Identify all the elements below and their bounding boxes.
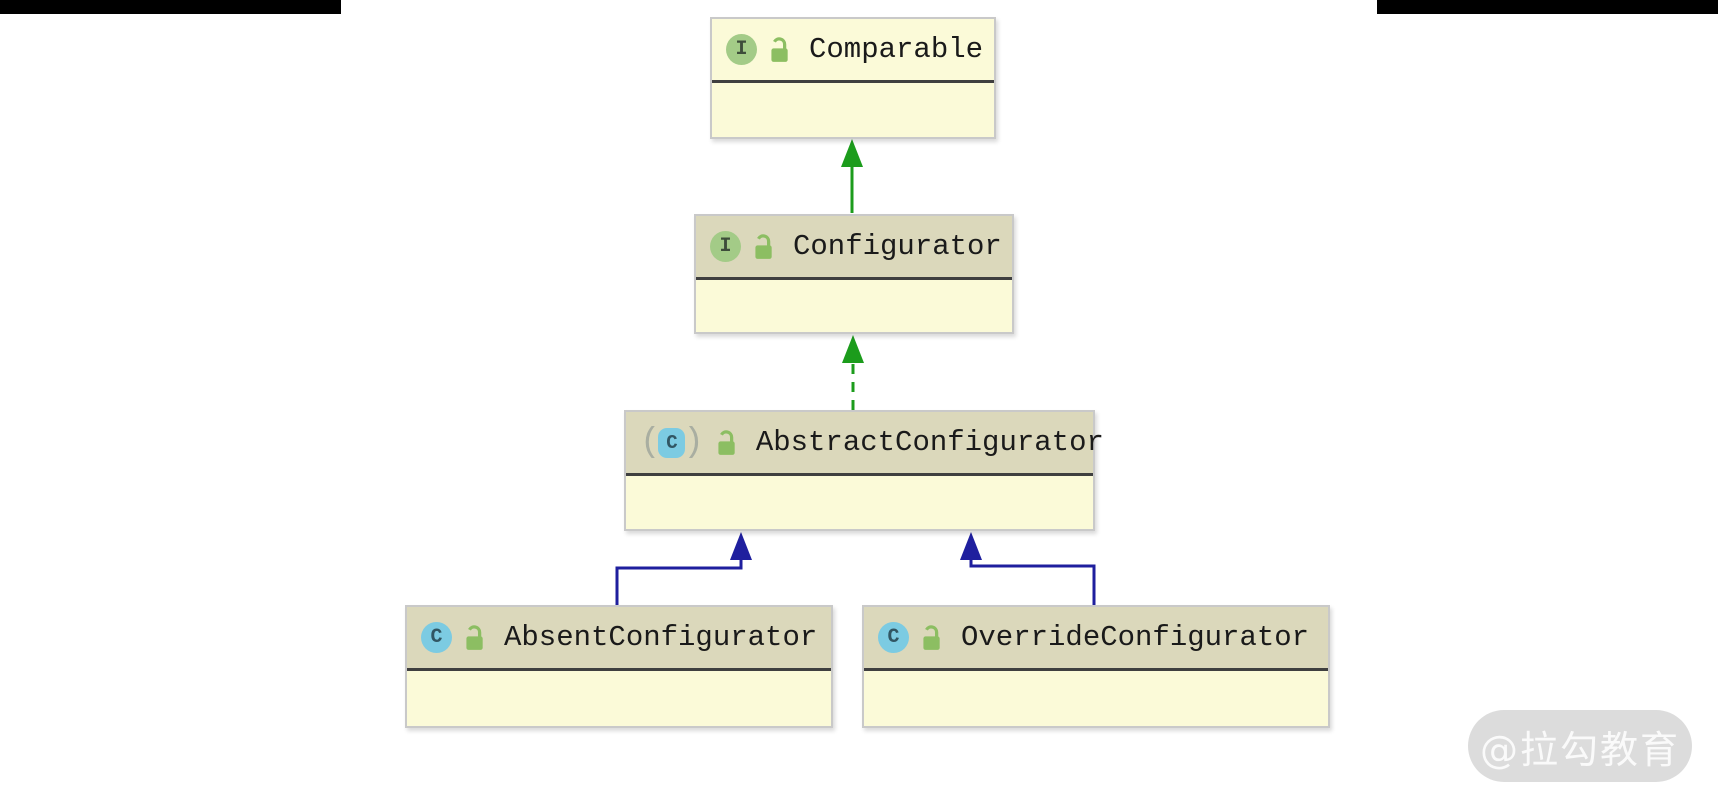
arrowhead-icon [842,335,864,363]
abstract-paren-open: ( [640,423,661,462]
class-icon-letter: C [887,626,900,649]
node-body [712,83,994,137]
node-header: C AbsentConfigurator [407,607,831,671]
uml-node-abstract-configurator[interactable]: ( C ) AbstractConfigurator [624,410,1104,531]
class-icon-letter: C [666,431,678,454]
edge-configurator-extends-comparable [841,139,863,213]
edge-overrideconfigurator-extends-abstractconfigurator [960,532,1096,605]
class-name-label: Comparable [809,33,984,66]
letterbox-bar-left [0,0,341,14]
unlocked-padlock-icon [919,624,943,651]
interface-icon: I [710,231,741,262]
edge-absentconfigurator-extends-abstractconfigurator [615,532,752,605]
node-body [696,280,1012,332]
class-icon: C [421,622,452,653]
abstract-paren-close: ) [683,423,704,462]
class-icon-letter: C [430,626,443,649]
uml-node-override-configurator[interactable]: C OverrideConfigurator [862,605,1330,728]
class-name-label: OverrideConfigurator [961,621,1310,654]
watermark-badge: @拉勾教育 [1468,710,1692,782]
node-body [864,671,1328,726]
unlocked-padlock-icon [462,624,486,651]
node-header: I Configurator [696,216,1012,280]
node-body [626,476,1093,529]
uml-node-absent-configurator[interactable]: C AbsentConfigurator [405,605,833,728]
node-body [407,671,831,726]
uml-node-configurator[interactable]: I Configurator [694,214,1014,334]
uml-node-comparable[interactable]: I Comparable [710,17,996,139]
unlocked-padlock-icon [751,233,775,260]
arrowhead-icon [960,532,982,560]
node-header: C OverrideConfigurator [864,607,1328,671]
node-header: ( C ) AbstractConfigurator [626,412,1104,476]
node-header: I Comparable [712,19,994,83]
abstract-class-icon: ( C ) [640,423,704,462]
interface-icon-letter: I [719,235,732,258]
arrowhead-icon [730,532,752,560]
class-name-label: AbsentConfigurator [504,621,818,654]
unlocked-padlock-icon [714,429,738,456]
unlocked-padlock-icon [767,36,791,63]
letterbox-bar-right [1377,0,1718,14]
edge-abstractconfigurator-implements-configurator [842,335,864,410]
class-name-label: AbstractConfigurator [755,426,1104,459]
watermark-text: @拉勾教育 [1479,727,1680,772]
interface-icon-letter: I [735,38,748,61]
arrowhead-icon [841,139,863,167]
interface-icon: I [726,34,757,65]
class-icon: C [878,622,909,653]
class-name-label: Configurator [793,230,1002,263]
